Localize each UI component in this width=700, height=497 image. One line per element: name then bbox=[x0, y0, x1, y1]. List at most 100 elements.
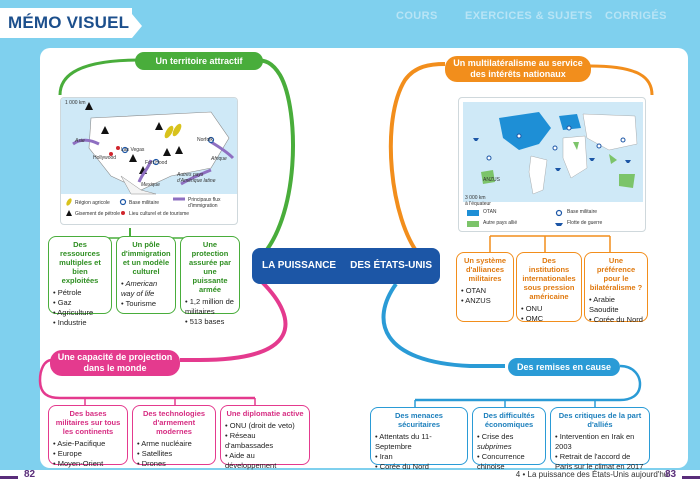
branch-pill-remises: Des remises en cause bbox=[508, 358, 620, 376]
nav-exercices[interactable]: EXERCICES & SUJETS bbox=[465, 10, 593, 22]
branch-orange-links bbox=[489, 235, 611, 252]
list-item: Pétrole bbox=[53, 288, 107, 298]
list-item: Drones bbox=[137, 459, 211, 469]
card-institutions: Des institutions internationales sous pr… bbox=[516, 252, 582, 323]
list-item: OTAN bbox=[461, 286, 509, 296]
footer-bar-left bbox=[0, 476, 18, 479]
card-technologies: Des technologies d'armement modernes Arm… bbox=[132, 405, 216, 468]
label-amerique-latine: Autres pays d'Amérique latine bbox=[177, 172, 216, 184]
branch-pink bbox=[180, 280, 288, 362]
center-label-left: LA PUISSANCE bbox=[262, 260, 337, 271]
card-bases: Des bases militaires sur tous les contin… bbox=[48, 405, 128, 468]
list-item: Corée du Nord bbox=[589, 315, 643, 325]
branch-pill-multilateralisme: Un multilatéralisme au service des intér… bbox=[445, 56, 591, 82]
legend-base-militaire: Base militaire bbox=[567, 209, 598, 215]
label-las-vegas: Las Vegas bbox=[121, 147, 145, 153]
list-item: Satellites bbox=[137, 449, 211, 459]
branch-pill-territoire: Un territoire attractif bbox=[135, 52, 263, 70]
card-protection: Une protection assurée par une puissante… bbox=[180, 236, 240, 326]
card-critiques: Des critiques de la part d'alliés Interv… bbox=[550, 407, 650, 471]
card-bilateralisme-title: Une préférence pour le bilatéralisme ? bbox=[589, 256, 643, 292]
card-immigration: Un pôle d'immigration et un modèle cultu… bbox=[116, 236, 176, 314]
world-map: ANZUS 3 000 km à l'équateur OTAN Base mi… bbox=[458, 97, 646, 232]
list-item: American way of life bbox=[121, 279, 171, 299]
page-number-left: 82 bbox=[24, 469, 36, 480]
label-mexique: Mexique bbox=[141, 182, 160, 188]
list-item: Agriculture bbox=[53, 308, 107, 318]
list-item: Asie-Pacifique bbox=[53, 439, 123, 449]
card-ressources: Des ressources multiples et bien exploit… bbox=[48, 236, 112, 327]
branch-blue bbox=[381, 282, 505, 368]
list-item: Europe bbox=[53, 449, 123, 459]
card-alliances: Un système d'alliances militaires OTAN A… bbox=[456, 252, 514, 322]
page-number-right: 83 bbox=[665, 469, 677, 480]
label-asie: Asie bbox=[75, 138, 85, 144]
branch-pink-links bbox=[84, 398, 256, 406]
card-technologies-title: Des technologies d'armement modernes bbox=[142, 409, 206, 436]
legend-base: Base militaire bbox=[129, 200, 160, 206]
world-map-drawing bbox=[463, 102, 643, 227]
branch-green bbox=[254, 58, 295, 262]
list-item: Crise des subprimes bbox=[477, 432, 541, 452]
page-title: MÉMO VISUEL bbox=[8, 13, 130, 32]
list-item: Tourisme bbox=[121, 299, 171, 309]
list-item: Retrait de l'accord de Paris sur le clim… bbox=[555, 452, 645, 472]
footer-chapter: 4 • La puissance des États-Unis aujourd'… bbox=[515, 470, 670, 479]
list-item: Arabie Saoudite bbox=[589, 295, 643, 315]
card-immigration-title: Un pôle d'immigration et un modèle cultu… bbox=[121, 240, 171, 276]
branch-orange-right bbox=[589, 64, 654, 96]
center-node: LA PUISSANCE DES ÉTATS-UNIS bbox=[252, 248, 440, 284]
list-item: Iran bbox=[375, 452, 463, 462]
branch-orange bbox=[388, 62, 446, 258]
list-item: Intervention en Irak en 2003 bbox=[555, 432, 645, 452]
card-menaces: Des menaces sécuritaires Attentats du 11… bbox=[370, 407, 468, 471]
title-arrow bbox=[132, 14, 142, 38]
nav-corriges[interactable]: CORRIGÉS bbox=[605, 10, 667, 22]
center-label-right: DES ÉTATS-UNIS bbox=[350, 260, 432, 271]
list-item: Concurrence chinoise bbox=[477, 452, 541, 472]
card-institutions-title: Des institutions internationales sous pr… bbox=[522, 256, 576, 301]
card-alliances-title: Un système d'alliances militaires bbox=[463, 256, 507, 283]
list-item: Moyen-Orient bbox=[53, 459, 123, 469]
card-diplomatie: Une diplomatie active ONU (droit de veto… bbox=[220, 405, 310, 470]
list-item: 1,2 million de militaires bbox=[185, 297, 235, 317]
legend-allie: Autre pays allié bbox=[483, 220, 518, 226]
list-item: ONU (droit de veto) bbox=[225, 421, 305, 431]
footer bbox=[0, 470, 700, 497]
list-item: Gaz bbox=[53, 298, 107, 308]
label-hollywood: Hollywood bbox=[93, 155, 117, 161]
scale-left: 1 000 km bbox=[65, 100, 86, 106]
card-diplomatie-title: Une diplomatie active bbox=[226, 409, 304, 418]
list-item: 513 bases bbox=[185, 317, 235, 327]
card-bases-title: Des bases militaires sur tous les contin… bbox=[55, 409, 121, 436]
label-afrique: Afrique bbox=[211, 156, 227, 162]
branch-blue-right bbox=[415, 364, 642, 402]
legend-otan: OTAN bbox=[483, 209, 497, 215]
card-difficultes-title: Des difficultés économiques bbox=[483, 411, 535, 429]
card-difficultes: Des difficultés économiques Crise des su… bbox=[472, 407, 546, 471]
list-item: Attentats du 11-Septembre bbox=[375, 432, 463, 452]
card-critiques-title: Des critiques de la part d'alliés bbox=[558, 411, 642, 429]
legend-flux: Principaux flux d'immigration bbox=[188, 197, 221, 209]
legend-flotte: Flotte de guerre bbox=[567, 220, 603, 226]
usa-map: 1 000 km Asie Hollywood Las Vegas Fort H… bbox=[60, 97, 238, 225]
footer-bar-right bbox=[682, 476, 700, 479]
mindmap-branches bbox=[38, 58, 654, 408]
list-item: Corée du Nord bbox=[375, 462, 463, 472]
branch-pink-left bbox=[38, 358, 255, 400]
legend-petrole: Gisement de pétrole bbox=[75, 211, 121, 217]
label-anzus-map: ANZUS bbox=[483, 177, 500, 183]
card-protection-title: Une protection assurée par une puissante… bbox=[188, 240, 232, 294]
legend-culture: Lieu culturel et de tourisme bbox=[129, 211, 190, 217]
card-ressources-title: Des ressources multiples et bien exploit… bbox=[59, 240, 101, 285]
label-norfolk: Norfolk bbox=[197, 137, 213, 143]
scale-right: 3 000 km bbox=[465, 195, 486, 201]
legend-agricole: Région agricole bbox=[75, 200, 110, 206]
list-item: Arme nucléaire bbox=[137, 439, 211, 449]
nav-cours[interactable]: COURS bbox=[396, 10, 438, 22]
card-bilateralisme: Une préférence pour le bilatéralisme ? A… bbox=[584, 252, 648, 325]
scale-right-note: à l'équateur bbox=[465, 201, 491, 207]
list-item: Réseau d'ambassades bbox=[225, 431, 305, 451]
branch-pill-projection: Une capacité de projection dans le monde bbox=[50, 350, 180, 376]
card-menaces-title: Des menaces sécuritaires bbox=[395, 411, 443, 429]
